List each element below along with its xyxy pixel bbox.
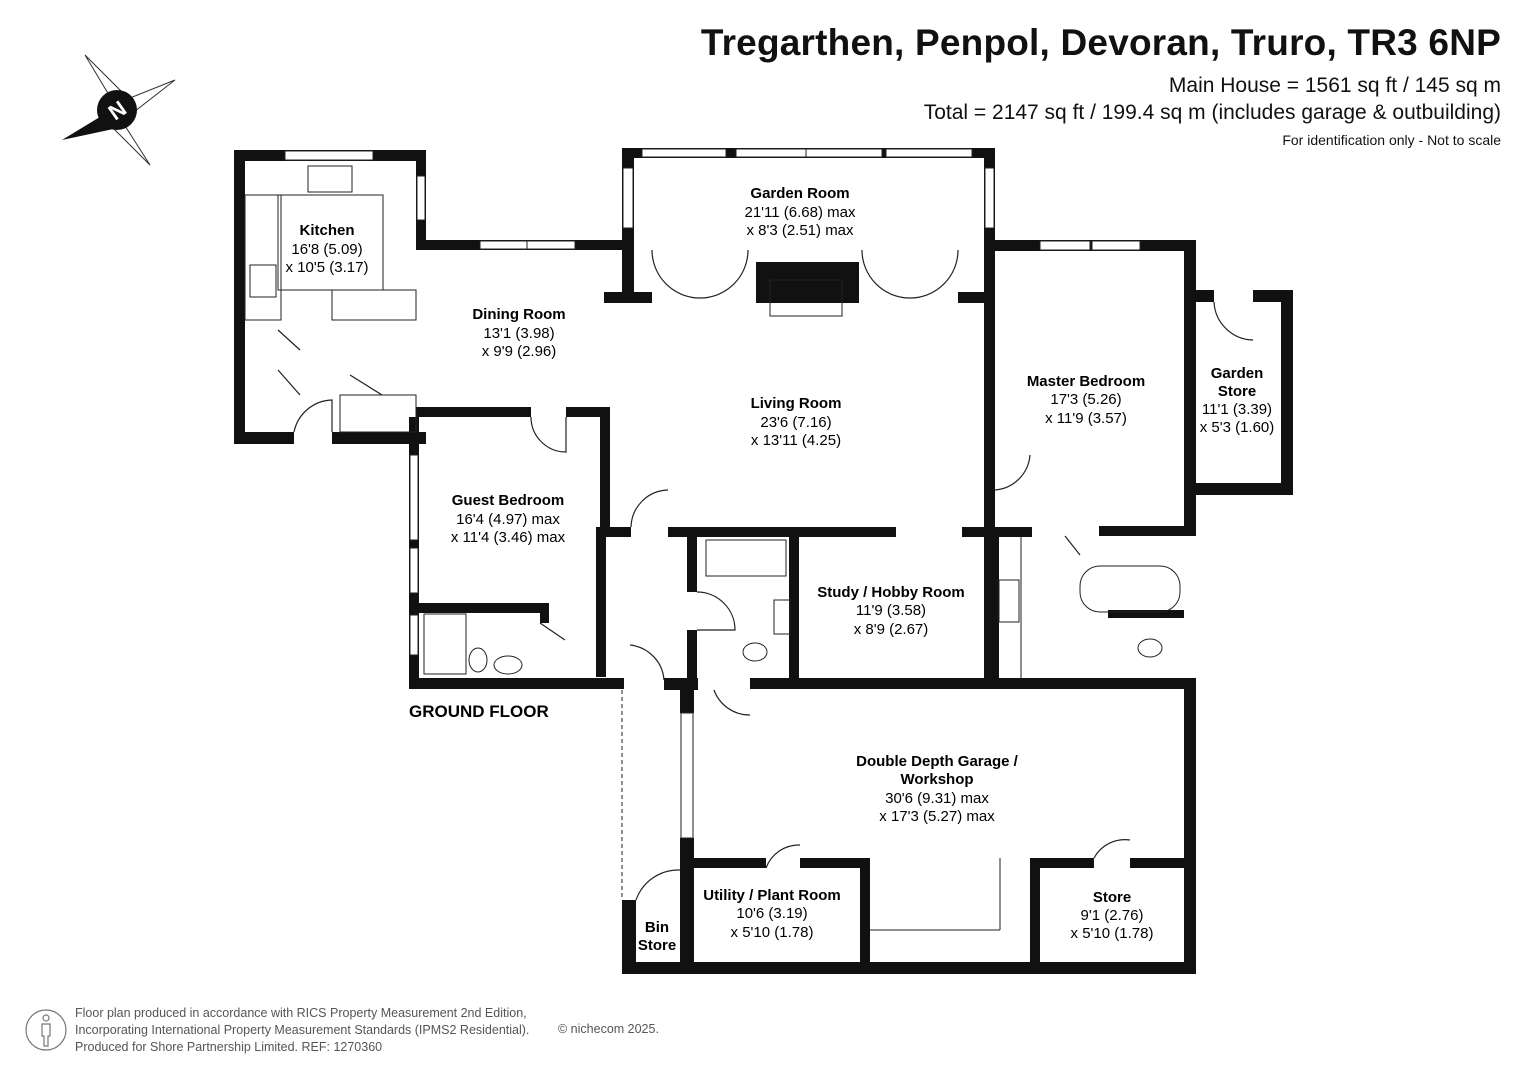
svg-text:11'9 (3.58): 11'9 (3.58) xyxy=(856,602,926,619)
svg-text:Store: Store xyxy=(638,937,676,954)
kitchen-label: Kitchen xyxy=(299,222,354,239)
room-labels: Kitchen 16'8 (5.09) x 10'5 (3.17) Garden… xyxy=(286,185,1275,954)
footer-credits: Floor plan produced in accordance with R… xyxy=(75,1005,529,1056)
bath-icon xyxy=(1079,565,1181,613)
compass-north-icon: N xyxy=(62,54,176,166)
living-room-label: Living Room xyxy=(751,395,842,412)
basin-icon xyxy=(773,599,791,635)
svg-text:x 17'3 (5.27) max: x 17'3 (5.27) max xyxy=(879,808,995,825)
svg-text:23'6 (7.16): 23'6 (7.16) xyxy=(760,414,831,431)
study-label: Study / Hobby Room xyxy=(817,584,965,601)
svg-text:16'8 (5.09): 16'8 (5.09) xyxy=(291,241,362,258)
footer-copyright: © nichecom 2025. xyxy=(558,1022,659,1036)
svg-text:30'6 (9.31) max: 30'6 (9.31) max xyxy=(885,790,989,807)
dining-room-label: Dining Room xyxy=(472,306,565,323)
doors xyxy=(277,249,1254,901)
garden-room-label: Garden Room xyxy=(750,185,849,202)
footer-line-3: Produced for Shore Partnership Limited. … xyxy=(75,1040,383,1054)
hob-icon xyxy=(249,264,277,298)
footer-line-2: Incorporating International Property Mea… xyxy=(75,1023,530,1037)
svg-text:x 5'10 (1.78): x 5'10 (1.78) xyxy=(731,924,814,941)
svg-text:x 11'9 (3.57): x 11'9 (3.57) xyxy=(1045,410,1127,427)
svg-text:17'3 (5.26): 17'3 (5.26) xyxy=(1050,391,1121,408)
svg-text:10'6 (3.19): 10'6 (3.19) xyxy=(736,905,807,922)
walls xyxy=(234,148,1293,974)
toilet-icon xyxy=(468,647,488,673)
toilet-icon xyxy=(1137,638,1163,658)
footer-line-1: Floor plan produced in accordance with R… xyxy=(75,1006,527,1020)
sink-icon xyxy=(307,165,353,193)
fixtures xyxy=(244,165,1181,931)
store-label: Store xyxy=(1093,889,1131,906)
garage-label: Double Depth Garage / xyxy=(856,753,1019,770)
master-bedroom-label: Master Bedroom xyxy=(1027,373,1145,390)
bin-store-label: Bin xyxy=(645,919,669,936)
svg-text:x 5'10 (1.78): x 5'10 (1.78) xyxy=(1071,925,1154,942)
scale-note: For identification only - Not to scale xyxy=(1282,132,1501,148)
page-title: Tregarthen, Penpol, Devoran, Truro, TR3 … xyxy=(700,22,1501,63)
guest-bedroom-label: Guest Bedroom xyxy=(452,492,565,509)
toilet-icon xyxy=(742,642,768,662)
main-house-area: Main House = 1561 sq ft / 145 sq m xyxy=(1168,74,1501,97)
total-area: Total = 2147 sq ft / 199.4 sq m (include… xyxy=(923,101,1501,124)
windows xyxy=(284,148,1141,839)
svg-text:21'11 (6.68) max: 21'11 (6.68) max xyxy=(745,204,856,221)
svg-text:9'1 (2.76): 9'1 (2.76) xyxy=(1081,907,1144,924)
shower-icon xyxy=(423,613,467,675)
floor-label: GROUND FLOOR xyxy=(409,702,549,721)
person-icon xyxy=(25,1009,67,1051)
svg-text:x 8'9 (2.67): x 8'9 (2.67) xyxy=(854,621,929,638)
basin-icon xyxy=(493,655,523,675)
svg-text:Store: Store xyxy=(1218,383,1256,400)
svg-text:Workshop: Workshop xyxy=(900,771,973,788)
svg-text:x 9'9 (2.96): x 9'9 (2.96) xyxy=(482,343,557,360)
utility-label: Utility / Plant Room xyxy=(703,887,841,904)
shower-icon xyxy=(705,539,787,577)
svg-text:16'4 (4.97) max: 16'4 (4.97) max xyxy=(456,511,560,528)
svg-text:x 10'5 (3.17): x 10'5 (3.17) xyxy=(286,259,369,276)
svg-text:x 5'3 (1.60): x 5'3 (1.60) xyxy=(1200,419,1275,436)
svg-text:13'1 (3.98): 13'1 (3.98) xyxy=(483,325,554,342)
svg-text:11'1 (3.39): 11'1 (3.39) xyxy=(1202,401,1272,418)
svg-text:x 13'11 (4.25): x 13'11 (4.25) xyxy=(751,432,841,449)
svg-text:x 8'3 (2.51) max: x 8'3 (2.51) max xyxy=(746,222,854,239)
svg-text:x 11'4 (3.46) max: x 11'4 (3.46) max xyxy=(451,529,566,546)
garden-store-label: Garden xyxy=(1211,365,1264,382)
basin-icon xyxy=(998,579,1020,623)
